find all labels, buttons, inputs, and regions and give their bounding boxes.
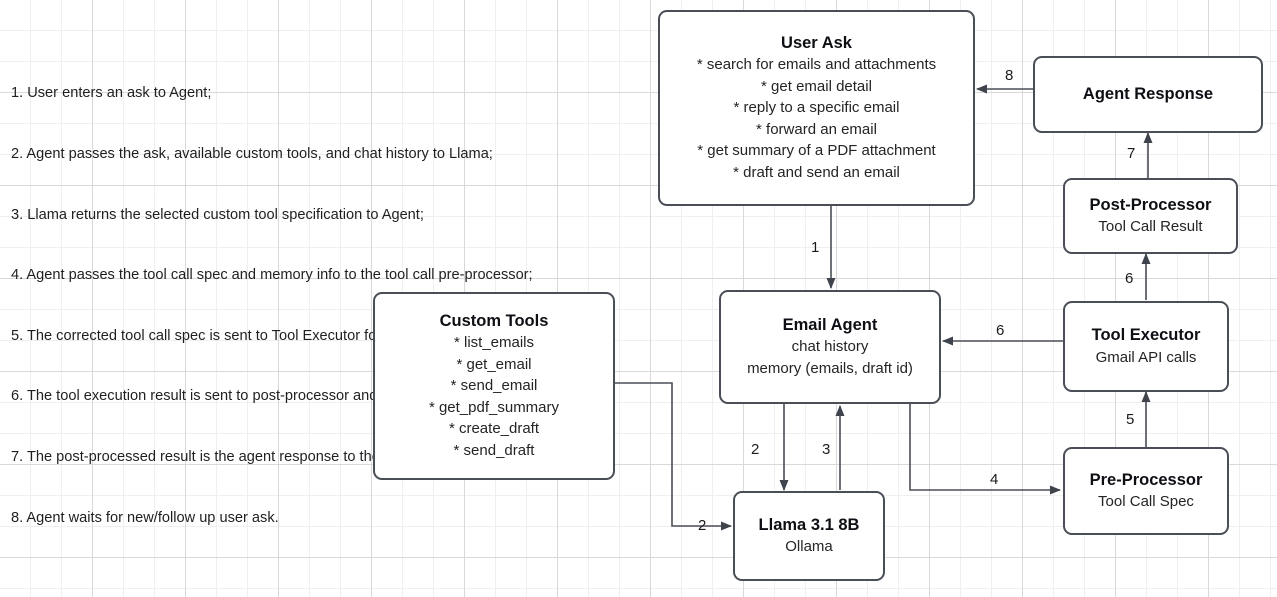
node-user-ask-item-3: * reply to a specific email [733, 99, 900, 117]
edge-label-8: 8 [1005, 67, 1014, 84]
node-tool-executor-subtitle: Gmail API calls [1095, 348, 1197, 366]
node-pre-processor-subtitle: Tool Call Spec [1098, 493, 1194, 510]
node-agent-response-title: Agent Response [1082, 84, 1214, 103]
node-custom-tools-item-3: * send_email [450, 377, 538, 395]
edge-label-7: 7 [1127, 145, 1136, 162]
node-email-agent-line-1: chat history [791, 338, 869, 356]
node-user-ask-item-6: * draft and send an email [733, 163, 900, 181]
node-email-agent[interactable]: Email Agent chat history memory (emails,… [719, 290, 941, 404]
node-post-processor-title: Post-Processor [1089, 195, 1212, 214]
node-llama[interactable]: Llama 3.1 8B Ollama [733, 491, 885, 581]
legend-line-3: 3. Llama returns the selected custom too… [11, 206, 424, 223]
node-pre-processor-title: Pre-Processor [1089, 470, 1203, 489]
node-llama-subtitle: Ollama [785, 538, 833, 555]
edge-label-4: 4 [990, 471, 999, 488]
node-llama-title: Llama 3.1 8B [758, 515, 860, 534]
node-user-ask-item-2: * get email detail [761, 77, 872, 95]
node-user-ask-title: User Ask [781, 33, 852, 52]
edge-label-5: 5 [1126, 411, 1135, 428]
node-user-ask-item-1: * search for emails and attachments [696, 56, 937, 74]
legend-line-8: 8. Agent waits for new/follow up user as… [11, 509, 279, 526]
node-user-ask[interactable]: User Ask * search for emails and attachm… [658, 10, 975, 206]
node-user-ask-item-5: * get summary of a PDF attachment [697, 142, 936, 160]
node-email-agent-title: Email Agent [782, 315, 878, 334]
node-post-processor-subtitle: Tool Call Result [1098, 218, 1203, 235]
node-post-processor[interactable]: Post-Processor Tool Call Result [1063, 178, 1238, 254]
node-custom-tools-item-1: * list_emails [453, 334, 535, 352]
node-custom-tools-item-4: * get_pdf_summary [428, 398, 560, 416]
node-custom-tools[interactable]: Custom Tools * list_emails * get_email *… [373, 292, 615, 480]
node-custom-tools-title: Custom Tools [439, 311, 549, 330]
node-user-ask-item-4: * forward an email [756, 120, 877, 138]
node-tool-executor-title: Tool Executor [1091, 326, 1201, 344]
edge-label-2a: 2 [751, 441, 760, 458]
edge-label-3: 3 [822, 441, 831, 458]
node-custom-tools-item-5: * create_draft [448, 420, 540, 438]
legend-line-2: 2. Agent passes the ask, available custo… [11, 146, 493, 163]
edge-label-1: 1 [811, 239, 820, 256]
node-agent-response[interactable]: Agent Response [1033, 56, 1263, 133]
node-custom-tools-item-6: * send_draft [453, 441, 535, 459]
node-email-agent-line-2: memory (emails, draft id) [747, 359, 913, 377]
edge-path-4 [909, 404, 1061, 495]
node-custom-tools-item-2: * get_email [456, 355, 532, 373]
legend-line-4: 4. Agent passes the tool call spec and m… [11, 267, 533, 284]
node-tool-executor[interactable]: Tool Executor Gmail API calls [1063, 301, 1229, 392]
edge-label-2b: 2 [698, 517, 707, 534]
node-pre-processor[interactable]: Pre-Processor Tool Call Spec [1063, 447, 1229, 535]
edge-label-6b: 6 [1125, 270, 1134, 287]
legend-line-1: 1. User enters an ask to Agent; [11, 85, 212, 102]
edge-label-6a: 6 [996, 322, 1005, 339]
edge-path-2b [615, 382, 732, 531]
